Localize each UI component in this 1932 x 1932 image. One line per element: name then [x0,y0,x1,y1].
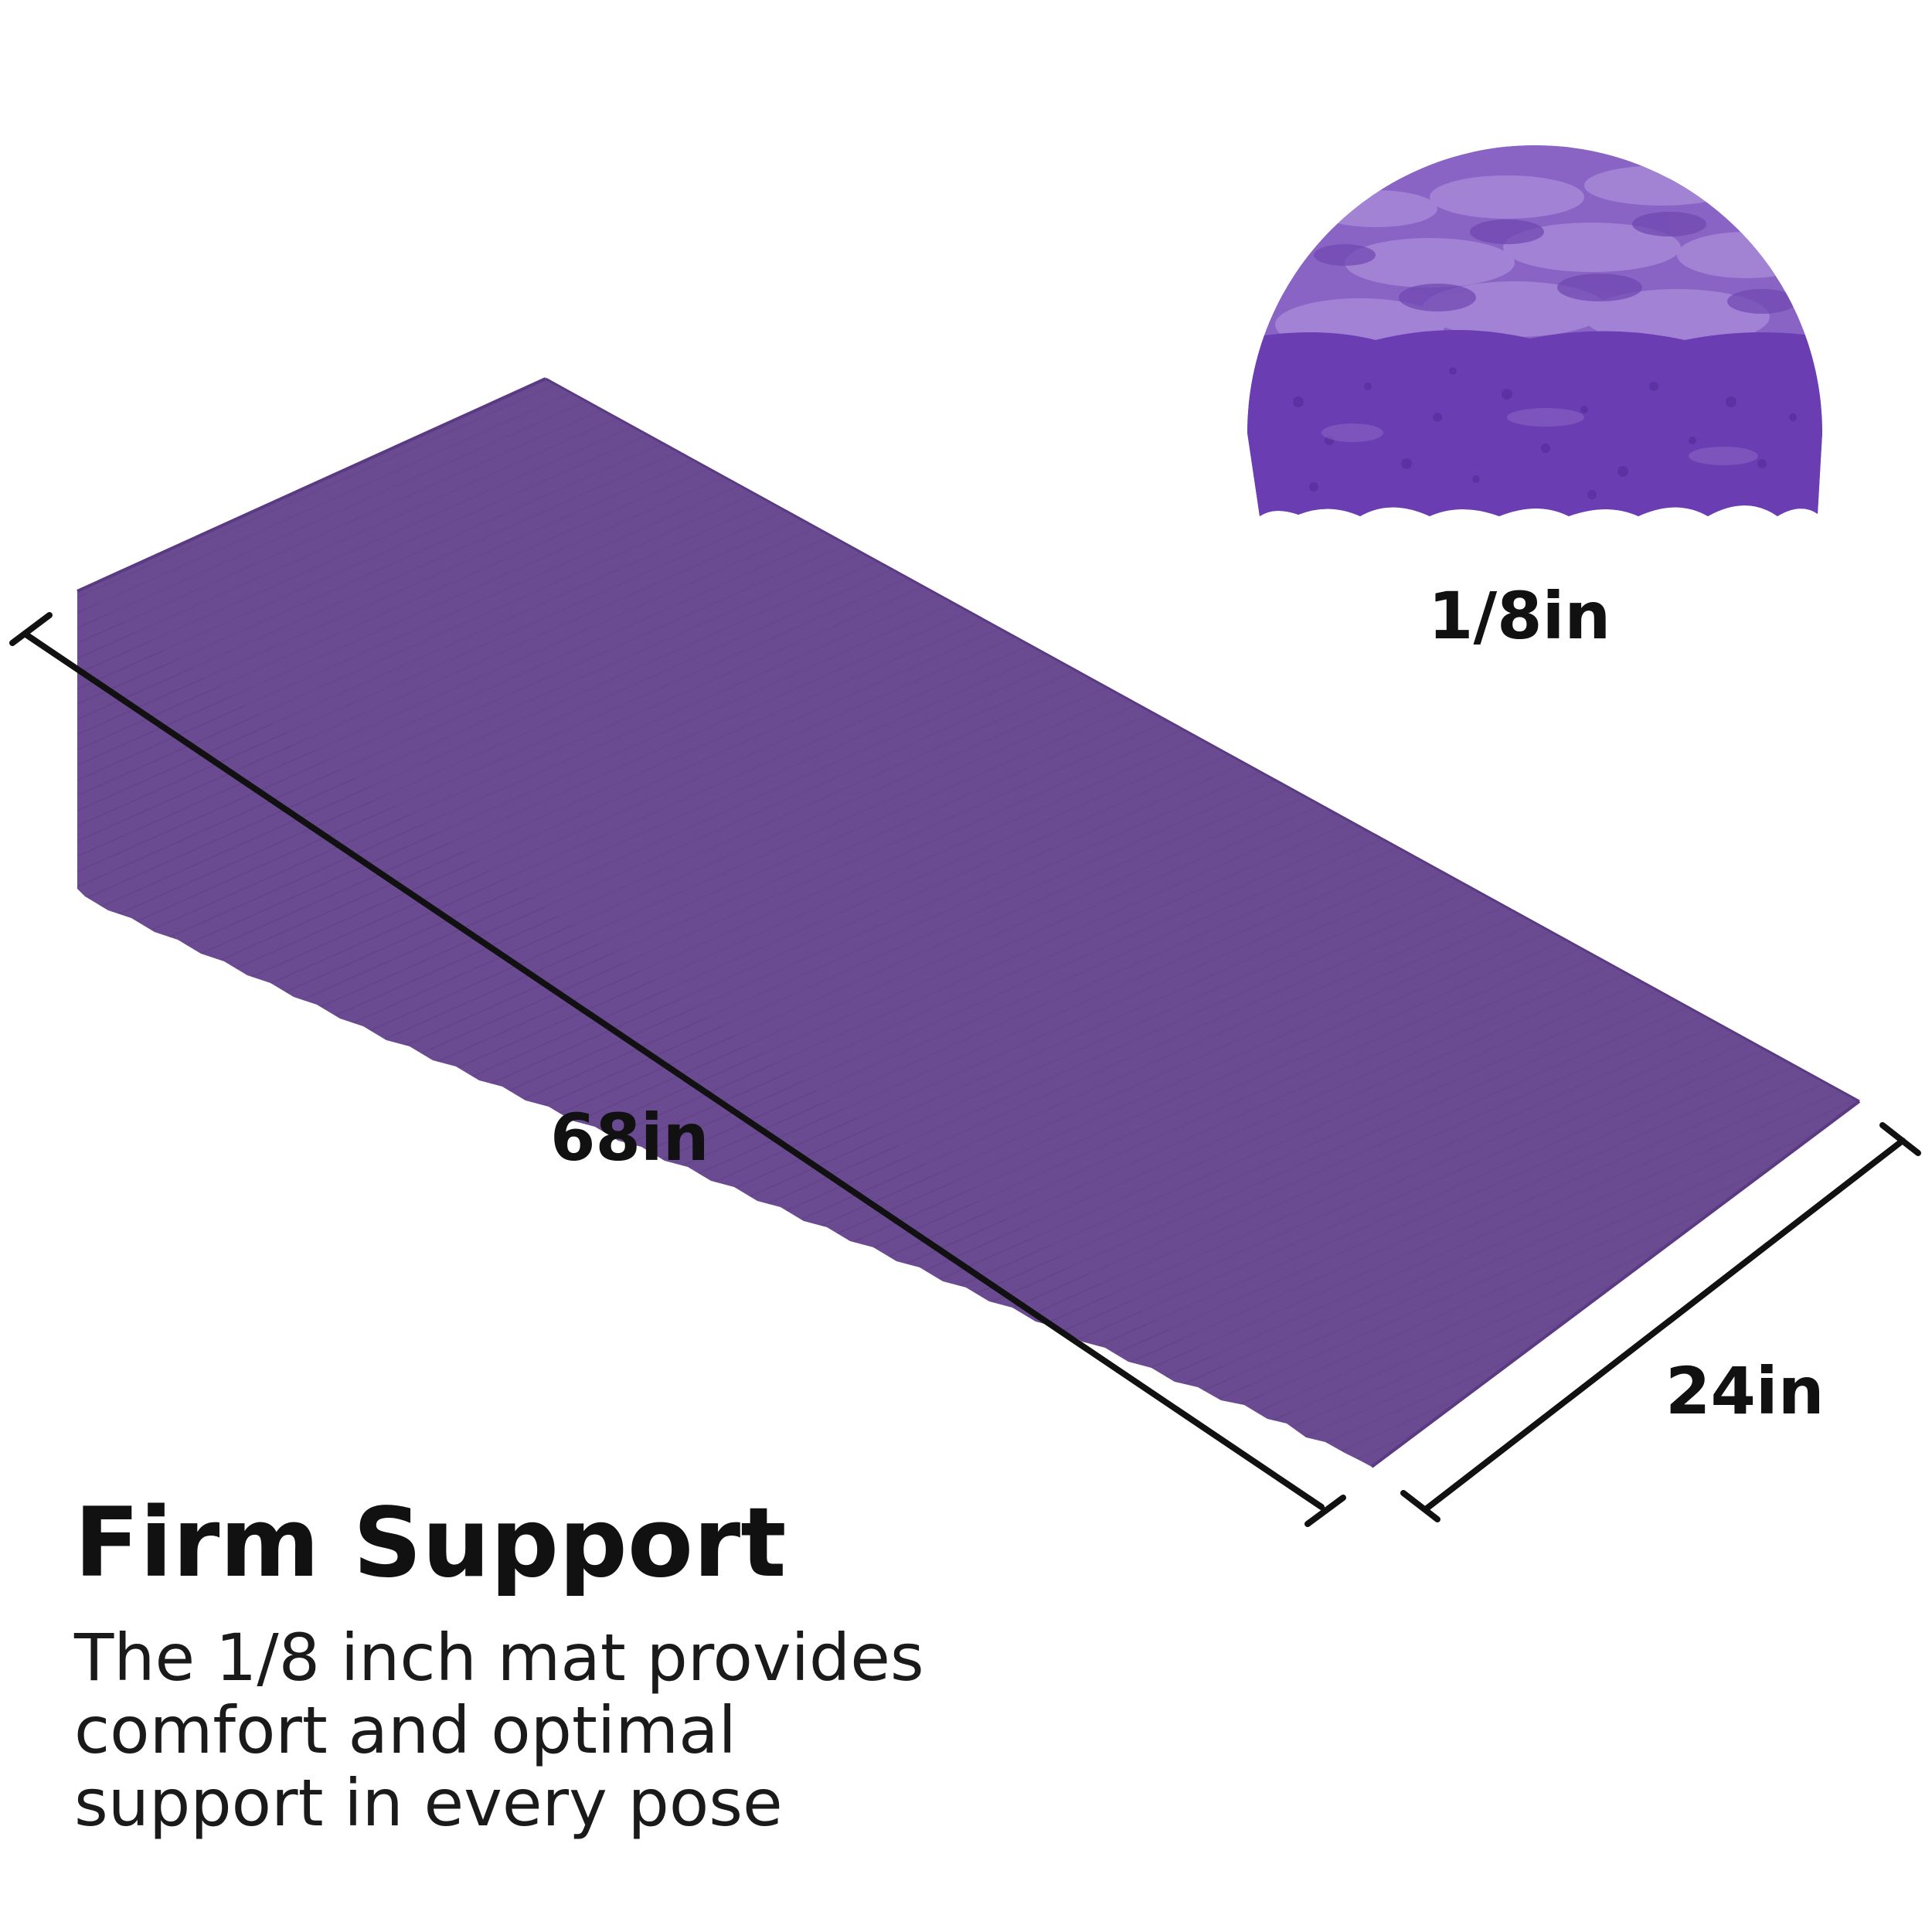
width-label: 24in [1665,1353,1825,1429]
mat-right-edge [545,377,1860,1103]
length-label: 68in [550,1100,709,1175]
yoga-mat-illustration [77,377,1861,1468]
feature-headline: Firm Support [74,1488,787,1599]
length-dimension-line [9,612,1346,1527]
thickness-label: 1/8in [1428,578,1611,654]
foam-cross-section [1247,145,1822,516]
width-dimension-line [1400,1122,1921,1522]
mat-top-edge [77,377,546,593]
yoga-mat-shade [77,379,1859,1467]
feature-description: The 1/8 inch mat provides comfort and op… [74,1621,924,1839]
description-line: support in every pose [74,1765,783,1841]
mat-end-edge [1370,1100,1861,1468]
description-line: comfort and optimal [74,1692,736,1768]
description-line: The 1/8 inch mat provides [74,1620,924,1696]
